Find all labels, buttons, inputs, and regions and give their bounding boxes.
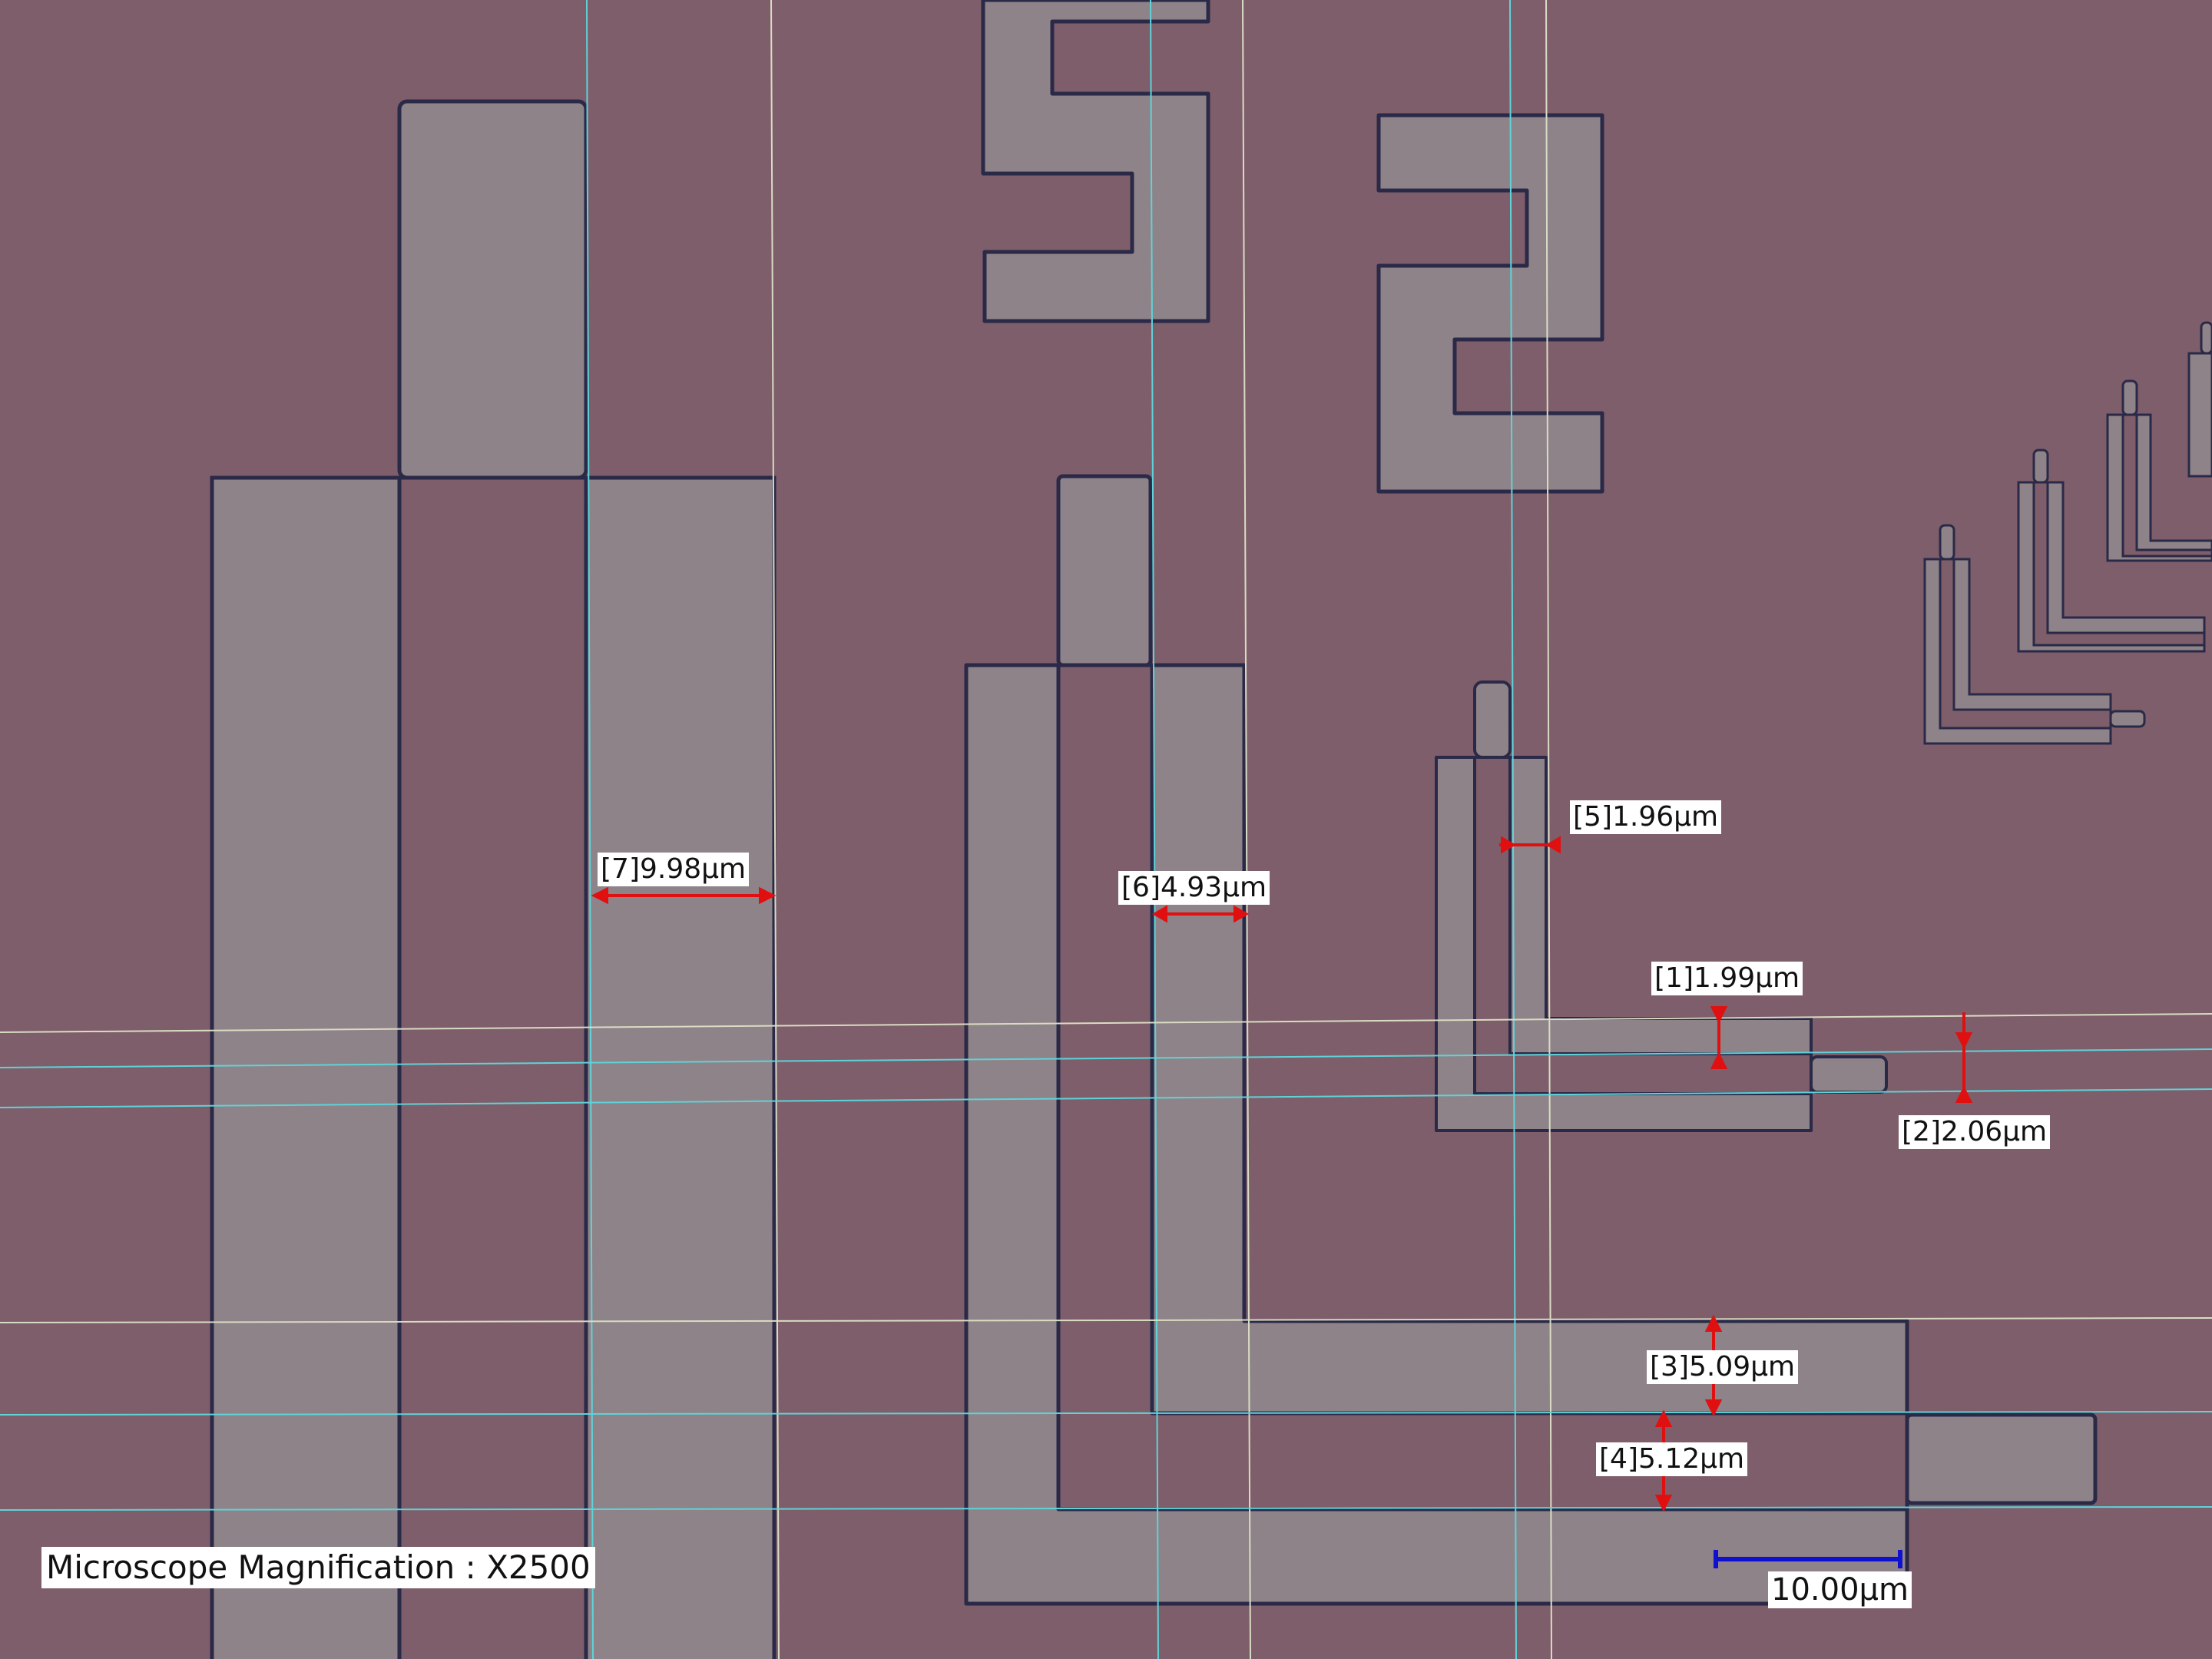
scale-bar-label: 10.00μm: [1768, 1571, 1912, 1608]
measurement-4-label: [4]5.12μm: [1596, 1442, 1748, 1476]
guide-line-v: [586, 0, 594, 1659]
guide-line-v: [1509, 0, 1517, 1659]
guide-line-h: [0, 1506, 2212, 1511]
tiny-l-patterns: [1923, 321, 2212, 745]
small-l-top-stub: [1473, 680, 1512, 759]
tiny-l-1: [1923, 524, 2146, 745]
large-pattern: [210, 99, 777, 1659]
char-2-shape: [1376, 113, 1604, 494]
magnification-label: Microscope Magnification : X2500: [41, 1547, 595, 1588]
measurement-1-label: [1]1.99μm: [1651, 962, 1803, 995]
guide-line-v: [1242, 0, 1251, 1659]
measurement-2-label: [2]2.06μm: [1899, 1115, 2051, 1149]
guide-line-v: [1150, 0, 1159, 1659]
small-l-inner-gap: [1473, 756, 1813, 1095]
measurement-1-marker: [1710, 1006, 1728, 1069]
guide-line-h: [0, 1048, 2212, 1068]
measurement-6-label: [6]4.93μm: [1118, 871, 1270, 905]
tiny-l-4: [2187, 321, 2212, 478]
measurement-markers: [591, 836, 1973, 1512]
measurement-2-marker: [1955, 1012, 1973, 1103]
guide-line-v: [1545, 0, 1552, 1659]
measurement-7-marker: [591, 886, 777, 905]
guide-line-h: [0, 1088, 2212, 1108]
measurement-5-label: [5]1.96μm: [1570, 800, 1722, 834]
middle-l-side-stub: [1905, 1412, 2098, 1505]
guide-line-h: [0, 1317, 2212, 1323]
measurement-3-label: [3]5.09μm: [1647, 1350, 1799, 1384]
middle-l-top-stub: [1056, 474, 1153, 667]
measurement-6-marker: [1151, 905, 1250, 923]
pattern-tall-top-block: [397, 99, 588, 480]
measurement-7-label: [7]9.98μm: [598, 853, 750, 886]
small-l-side-stub: [1810, 1055, 1888, 1094]
measurement-5-marker: [1499, 836, 1561, 854]
pattern-inner-column: [397, 475, 588, 1659]
guide-line-v: [770, 0, 780, 1659]
tiny-l-3: [2106, 379, 2212, 562]
scale-bar: [1714, 1550, 1902, 1568]
guide-line-h: [0, 1013, 2212, 1033]
guide-line-h: [0, 1411, 2212, 1416]
tiny-l-2: [2017, 449, 2206, 653]
